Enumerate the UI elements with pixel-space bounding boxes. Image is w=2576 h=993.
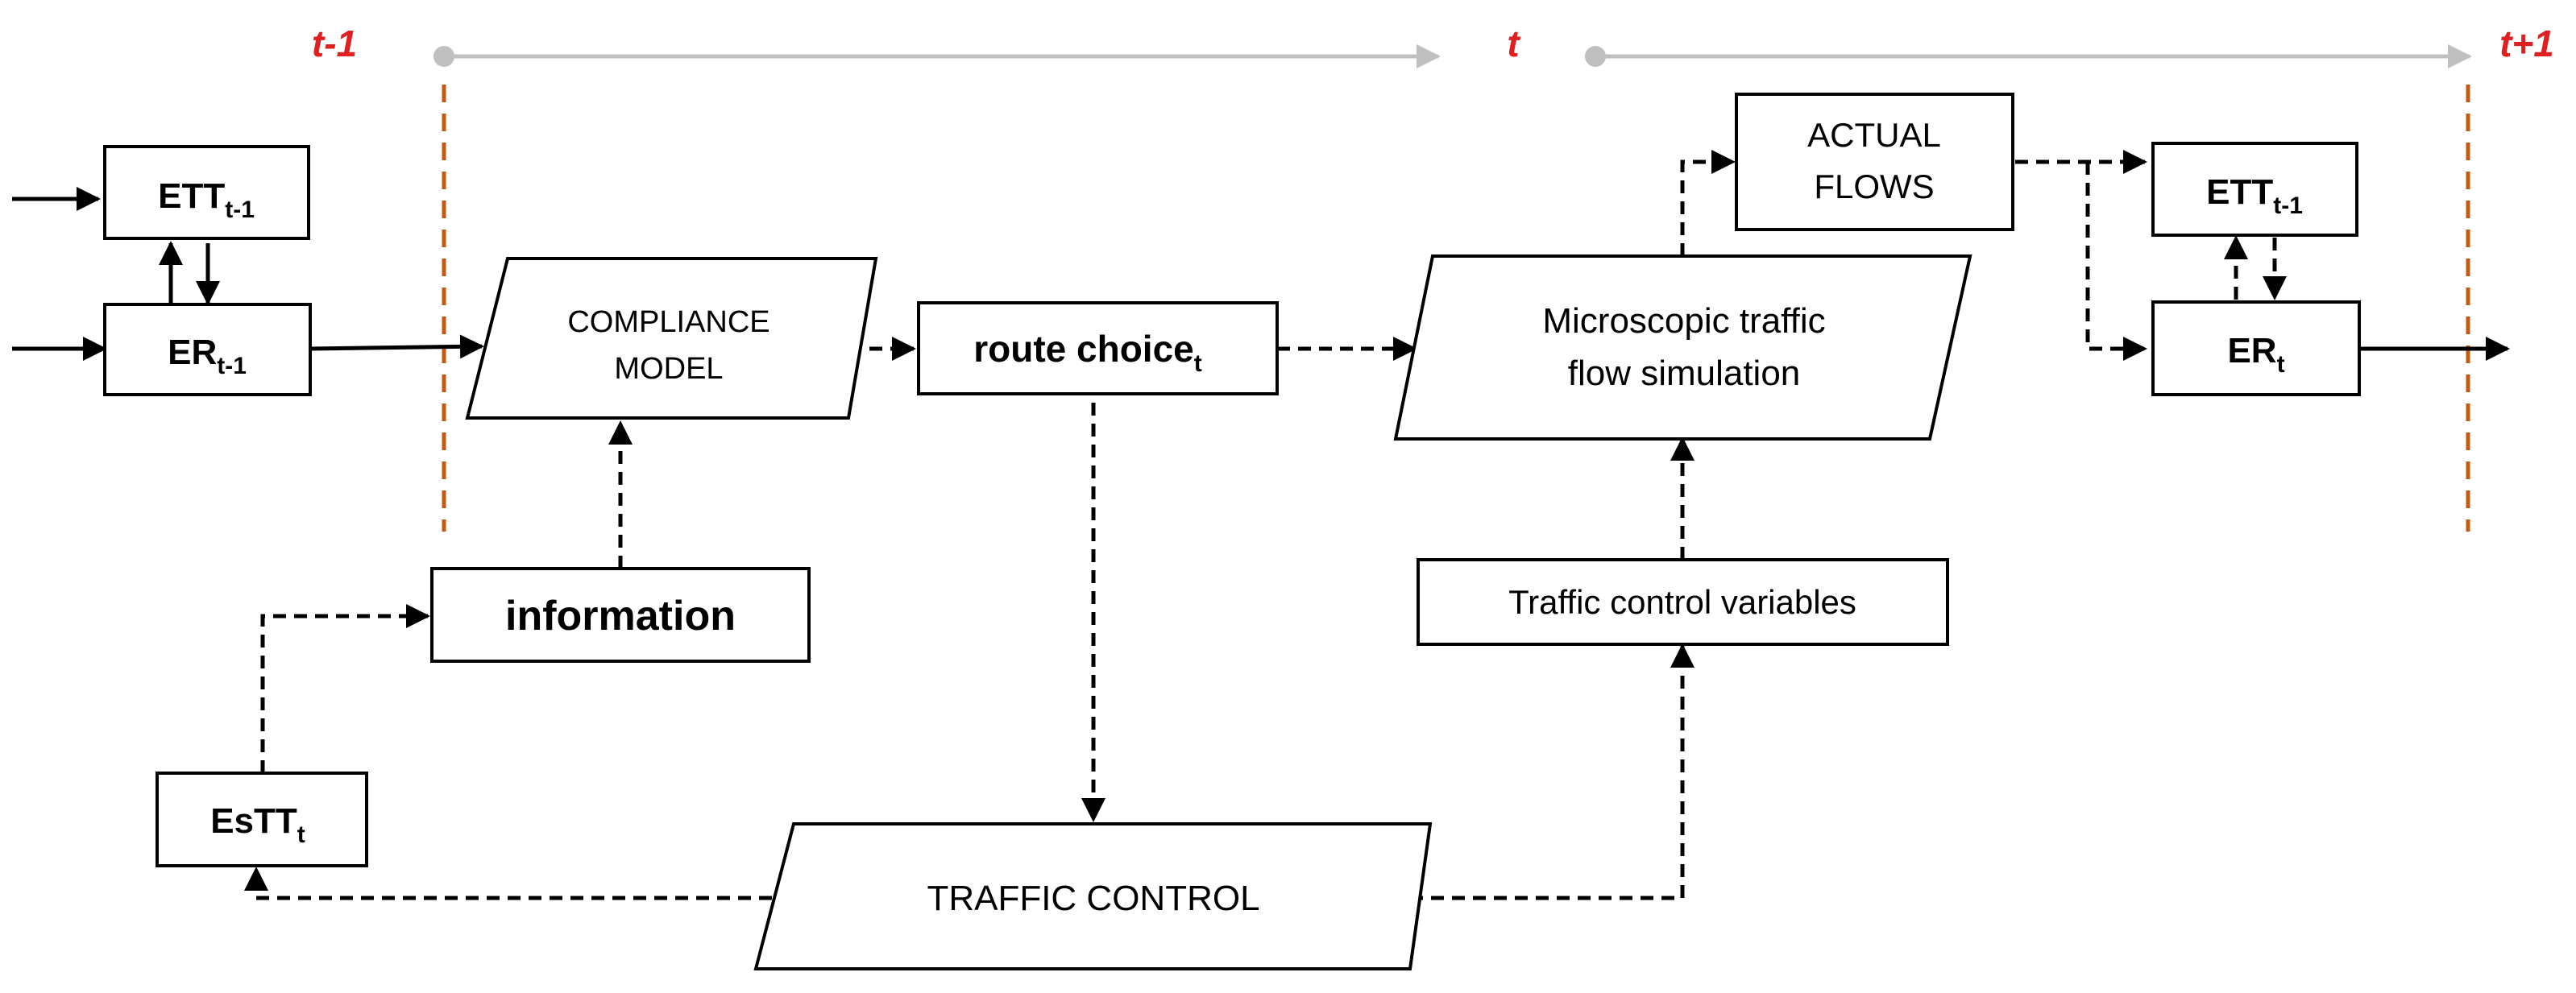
svg-text:ETTt-1: ETTt-1 [2206, 172, 2303, 219]
micro-sim-line2: flow simulation [1568, 354, 1801, 393]
ett-prev-main: ETT [158, 176, 225, 216]
node-er-next: ERt [2151, 300, 2361, 396]
actual-flows-line1: ACTUAL [1807, 116, 1941, 154]
micro-sim-line1: Microscopic traffic [1542, 301, 1825, 341]
arrow-estt-to-information [260, 604, 430, 773]
compliance-line1: COMPLIANCE [567, 305, 769, 339]
arrow-actual-flows-to-er [2085, 162, 2147, 361]
arrow-traffic-control-to-variables [1410, 643, 1695, 900]
node-route-choice: route choicet [917, 301, 1279, 395]
er-prev-sub: t-1 [217, 353, 247, 379]
node-ett-prev: ETTt-1 [103, 145, 310, 240]
er-prev-main: ER [168, 333, 217, 372]
information-label: information [505, 593, 736, 639]
compliance-line2: MODEL [614, 352, 723, 386]
arrow-sim-to-actual-flows [1680, 150, 1736, 256]
node-er-prev: ERt-1 [103, 303, 312, 396]
ett-next-main: ETT [2206, 172, 2273, 212]
arrow-er-to-compliance [309, 334, 484, 359]
route-choice-sub: t [1194, 350, 1202, 377]
actual-flows-line2: FLOWS [1814, 168, 1934, 205]
node-estt: EsTTt [156, 772, 368, 867]
connectors [12, 150, 2510, 900]
ett-next-sub: t-1 [2273, 192, 2303, 219]
node-information: information [430, 567, 811, 663]
estt-main: EsTT [210, 801, 297, 841]
route-choice-main: route choice [973, 328, 1194, 370]
node-ett-next: ETTt-1 [2151, 142, 2358, 237]
arrow-traffic-control-to-estt [244, 867, 772, 900]
estt-sub: t [297, 821, 305, 848]
er-next-main: ER [2227, 331, 2276, 370]
traffic-control-variables-label: Traffic control variables [1508, 583, 1856, 621]
svg-text:EsTTt: EsTTt [210, 801, 305, 848]
svg-text:ERt-1: ERt-1 [168, 333, 247, 379]
time-label-t-minus-1: t-1 [312, 23, 357, 64]
time-label-t-plus-1: t+1 [2499, 23, 2554, 64]
time-axis: t-1 t t+1 [312, 23, 2554, 532]
traffic-control-label: TRAFFIC CONTROL [927, 879, 1259, 918]
node-traffic-control: TRAFFIC CONTROL [753, 822, 1433, 970]
er-next-sub: t [2277, 351, 2285, 378]
node-compliance-model: COMPLIANCE MODEL [465, 257, 878, 420]
svg-text:route choicet: route choicet [973, 328, 1202, 377]
time-label-t: t [1507, 23, 1520, 64]
svg-text:ETTt-1: ETTt-1 [158, 176, 255, 223]
svg-text:ERt: ERt [2227, 331, 2284, 378]
node-micro-sim: Microscopic traffic flow simulation [1393, 254, 1972, 441]
node-actual-flows: ACTUAL FLOWS [1735, 93, 2014, 231]
node-traffic-control-variables: Traffic control variables [1417, 558, 1949, 646]
ett-prev-sub: t-1 [225, 197, 255, 223]
